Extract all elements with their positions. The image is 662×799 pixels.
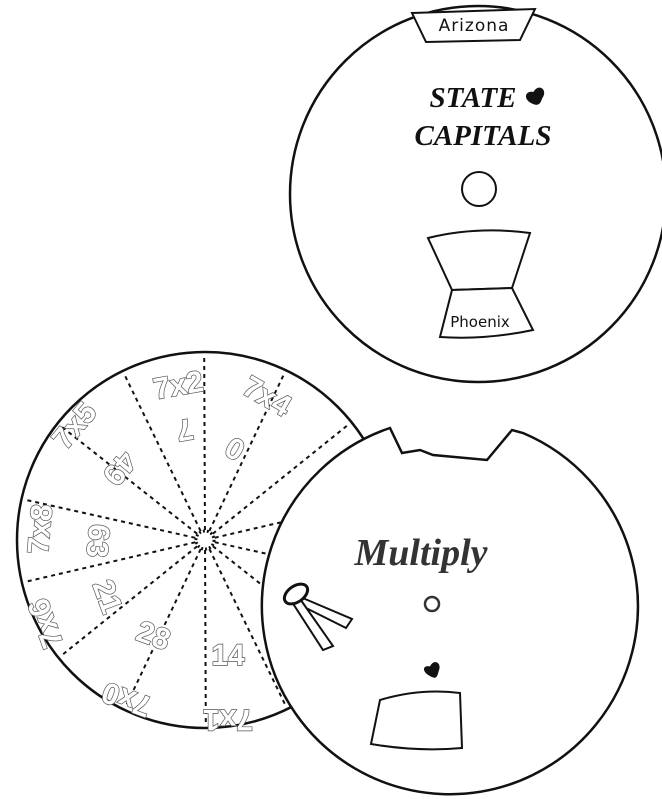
bottom-window-text: Phoenix: [450, 313, 510, 331]
state-title-line2: CAPITALS: [415, 120, 552, 152]
rivet-hole-icon: [196, 531, 214, 549]
state-capitals-wheel: Arizona STATE CAPITALS Phoenix: [290, 6, 662, 382]
state-title-line1: STATE: [429, 82, 516, 114]
center-hole-icon: [425, 597, 439, 611]
answer-window: [371, 692, 462, 750]
segment-problem-4: 7x8: [22, 503, 59, 556]
segment-answer-4: 63: [80, 523, 116, 559]
segment-problem-7: 7x1: [203, 703, 253, 736]
top-window-text: Arizona: [439, 16, 510, 36]
center-hole-icon: [462, 172, 496, 206]
multiply-title: Multiply: [353, 532, 487, 574]
segment-answer-7: 14: [211, 639, 245, 672]
multiply-cover-wheel: Multiply: [262, 428, 638, 794]
